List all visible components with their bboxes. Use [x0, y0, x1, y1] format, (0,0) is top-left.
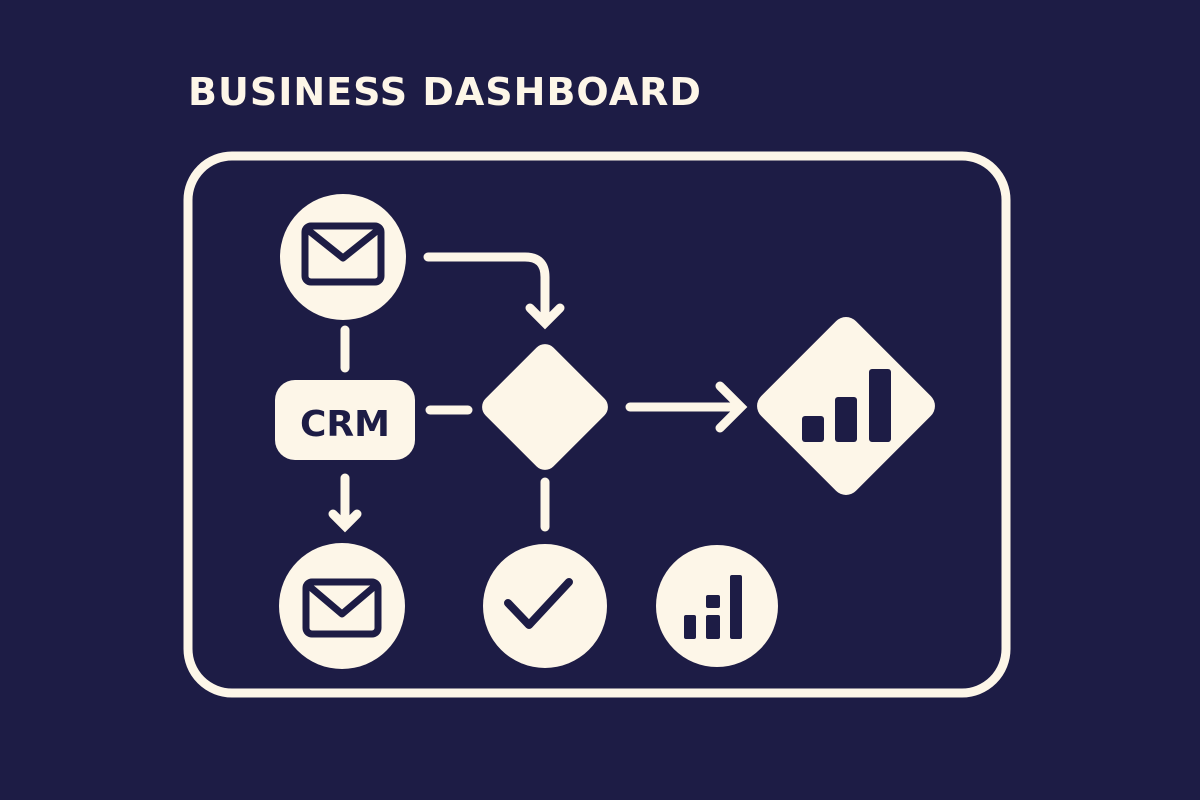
arrowhead-right-icon: [715, 381, 748, 433]
bar-chart-icon: [802, 369, 891, 442]
arrowhead-down-icon: [525, 303, 565, 330]
dashboard-frame: [183, 151, 1011, 698]
checkmark-icon: [504, 578, 573, 629]
page-title: BUSINESS DASHBOARD: [188, 70, 702, 114]
edge-email-to-decision: [423, 252, 550, 327]
envelope-icon: [301, 222, 385, 286]
crm-label: CRM: [300, 404, 390, 445]
node-email-bottom[interactable]: [279, 543, 405, 669]
node-approved[interactable]: [483, 544, 607, 668]
node-decision-diamond[interactable]: [477, 339, 613, 475]
envelope-icon: [302, 578, 382, 638]
node-crm[interactable]: CRM: [275, 380, 415, 460]
node-email-top[interactable]: [280, 194, 406, 320]
node-analytics-diamond[interactable]: [751, 311, 941, 501]
connectors: [328, 252, 748, 533]
node-stats[interactable]: [656, 545, 778, 667]
arrowhead-down-icon: [328, 509, 362, 533]
bar-chart-icon: [684, 575, 742, 639]
